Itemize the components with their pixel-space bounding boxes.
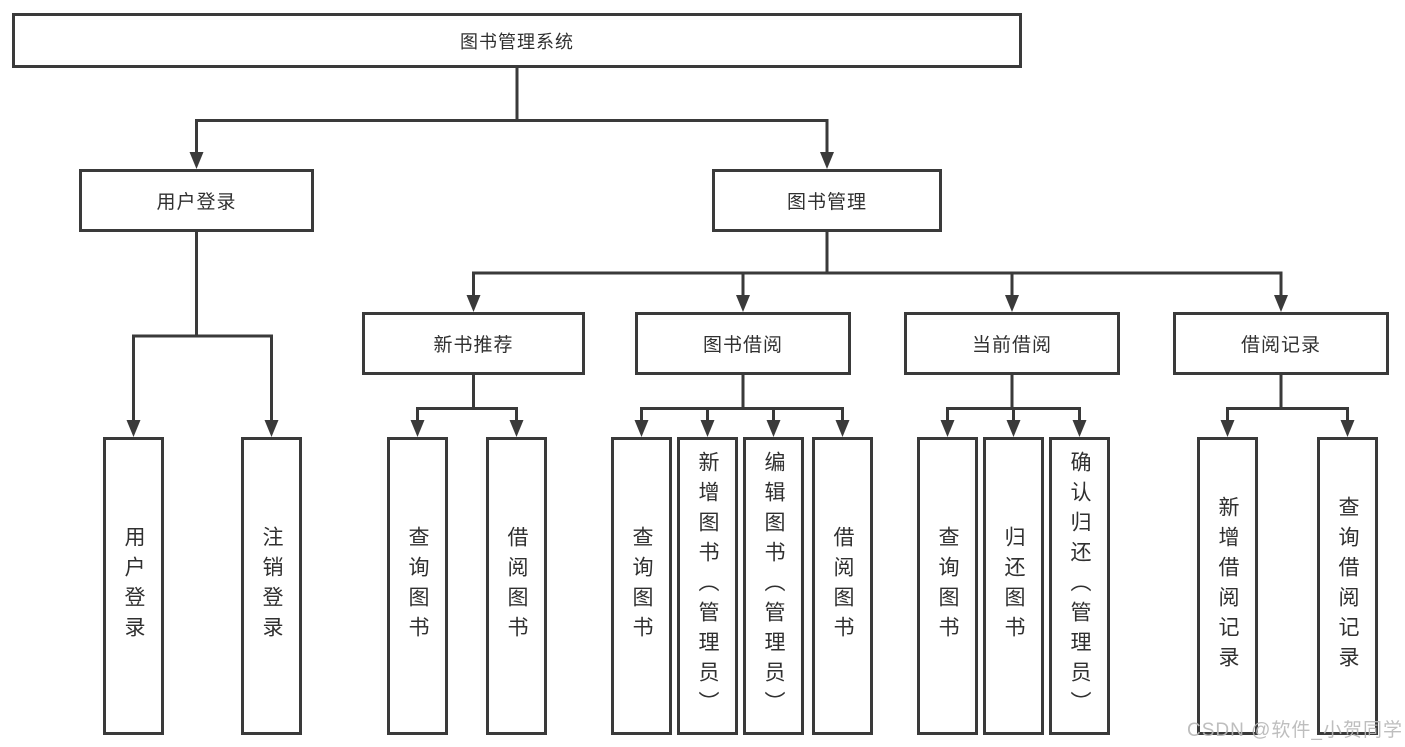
node-new-book-recommendation: 新书推荐 — [362, 312, 585, 375]
node-label: 图书借阅 — [702, 335, 783, 356]
arrow-down-icon — [1005, 295, 1019, 312]
leaf-logout: 注销登录 — [241, 437, 302, 735]
arrow-down-icon — [1274, 295, 1288, 312]
arrow-down-icon — [410, 420, 425, 437]
node-label: 查询图书 — [936, 526, 959, 646]
leaf-edit-book-admin: 编辑图书（管理员） — [743, 437, 804, 735]
node-label: 查询图书 — [630, 526, 653, 646]
connector-bookmgmt-to-level3 — [472, 230, 1283, 299]
node-label: 新增借阅记录 — [1216, 496, 1239, 676]
arrow-down-icon — [189, 152, 204, 169]
connector-bookborrow-to-leaves — [640, 373, 844, 423]
node-user-login: 用户登录 — [79, 169, 314, 232]
connector-userlogin-to-leaves — [132, 230, 273, 423]
node-label: 图书管理系统 — [460, 31, 574, 52]
arrowheads — [126, 152, 1355, 437]
node-label: 借阅记录 — [1240, 335, 1321, 356]
arrow-down-icon — [126, 420, 141, 437]
leaf-borrow-books: 借阅图书 — [812, 437, 873, 735]
arrow-down-icon — [509, 420, 524, 437]
arrow-down-icon — [1006, 420, 1021, 437]
node-label: 确认归还（管理员） — [1068, 451, 1091, 721]
leaf-borrow-books-recommend: 借阅图书 — [486, 437, 547, 735]
arrow-down-icon — [700, 420, 715, 437]
arrow-down-icon — [940, 420, 955, 437]
arrow-down-icon — [634, 420, 649, 437]
node-label: 归还图书 — [1002, 526, 1025, 646]
leaf-query-books-borrow: 查询图书 — [611, 437, 672, 735]
arrow-down-icon — [736, 295, 750, 312]
connector-root-to-level2 — [195, 66, 829, 157]
leaf-query-books-current: 查询图书 — [917, 437, 978, 735]
node-book-management: 图书管理 — [712, 169, 942, 232]
leaf-user-login: 用户登录 — [103, 437, 164, 735]
node-label: 用户登录 — [156, 192, 237, 213]
leaf-return-book: 归还图书 — [983, 437, 1044, 735]
connector-currentborrow-to-leaves — [946, 373, 1081, 423]
node-label: 查询图书 — [406, 526, 429, 646]
connector-newbook-to-leaves — [416, 373, 518, 423]
node-label: 注销登录 — [260, 526, 283, 646]
node-label: 新增图书（管理员） — [696, 451, 719, 721]
arrow-down-icon — [820, 152, 834, 169]
arrow-down-icon — [766, 420, 781, 437]
node-book-borrowing: 图书借阅 — [635, 312, 851, 375]
leaf-confirm-return-admin: 确认归还（管理员） — [1049, 437, 1110, 735]
node-current-borrowing: 当前借阅 — [904, 312, 1120, 375]
arrow-down-icon — [1220, 420, 1235, 437]
arrow-down-icon — [1072, 420, 1087, 437]
leaf-add-book-admin: 新增图书（管理员） — [677, 437, 738, 735]
arrow-down-icon — [466, 295, 481, 312]
connector-borrowrecord-to-leaves — [1226, 373, 1349, 423]
node-label: 图书管理 — [786, 192, 867, 213]
node-label: 借阅图书 — [831, 526, 854, 646]
arrow-down-icon — [835, 420, 850, 437]
node-label: 查询借阅记录 — [1336, 496, 1359, 676]
leaf-query-borrow-record: 查询借阅记录 — [1317, 437, 1378, 735]
arrow-down-icon — [264, 420, 279, 437]
node-borrowing-records: 借阅记录 — [1173, 312, 1389, 375]
node-label: 新书推荐 — [433, 335, 514, 356]
csdn-watermark: CSDN @软件_小贺同学 — [1187, 720, 1403, 741]
node-label: 编辑图书（管理员） — [762, 451, 785, 721]
leaf-query-books-recommend: 查询图书 — [387, 437, 448, 735]
node-label: 借阅图书 — [505, 526, 528, 646]
node-library-management-system: 图书管理系统 — [12, 13, 1022, 68]
leaf-add-borrow-record: 新增借阅记录 — [1197, 437, 1258, 735]
node-label: 用户登录 — [122, 526, 145, 646]
arrow-down-icon — [1340, 420, 1355, 437]
node-label: 当前借阅 — [971, 335, 1052, 356]
